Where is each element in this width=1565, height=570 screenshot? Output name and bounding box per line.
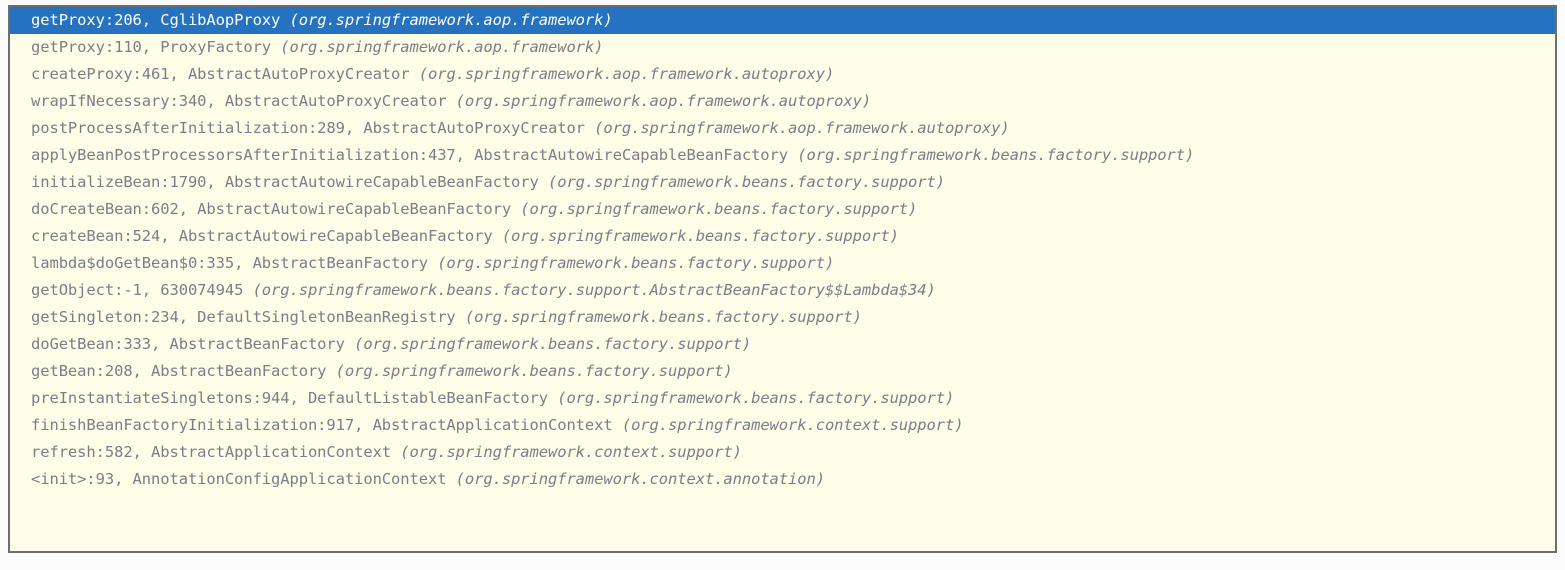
frame-package: (org.springframework.beans.factory.suppo… xyxy=(520,200,918,218)
frame-location: getObject:-1, 630074945 xyxy=(31,281,244,299)
frame-package: (org.springframework.beans.factory.suppo… xyxy=(557,389,955,407)
frame-location: applyBeanPostProcessorsAfterInitializati… xyxy=(31,146,789,164)
frame-location: getProxy:110, ProxyFactory xyxy=(31,38,272,56)
frame-package: (org.springframework.beans.factory.suppo… xyxy=(547,173,945,191)
frame-location: createProxy:461, AbstractAutoProxyCreato… xyxy=(31,65,410,83)
frame-location: getProxy:206, CglibAopProxy xyxy=(31,11,281,29)
stack-frame-row[interactable]: createProxy:461, AbstractAutoProxyCreato… xyxy=(10,61,1555,88)
stack-frame-row[interactable]: getProxy:206, CglibAopProxy (org.springf… xyxy=(10,7,1555,34)
frame-package: (org.springframework.beans.factory.suppo… xyxy=(252,281,936,299)
frame-location: refresh:582, AbstractApplicationContext xyxy=(31,443,392,461)
stack-frame-list[interactable]: getProxy:206, CglibAopProxy (org.springf… xyxy=(10,7,1555,551)
frame-package: (org.springframework.aop.framework) xyxy=(280,38,604,56)
frame-location: createBean:524, AbstractAutowireCapableB… xyxy=(31,227,493,245)
frame-package: (org.springframework.aop.framework.autop… xyxy=(455,92,872,110)
frame-package: (org.springframework.context.support) xyxy=(400,443,742,461)
frame-location: <init>:93, AnnotationConfigApplicationCo… xyxy=(31,470,447,488)
frame-location: doCreateBean:602, AbstractAutowireCapabl… xyxy=(31,200,512,218)
frame-location: postProcessAfterInitialization:289, Abst… xyxy=(31,119,585,137)
stack-frame-row[interactable]: wrapIfNecessary:340, AbstractAutoProxyCr… xyxy=(10,88,1555,115)
frame-package: (org.springframework.beans.factory.suppo… xyxy=(354,335,752,353)
frame-location: wrapIfNecessary:340, AbstractAutoProxyCr… xyxy=(31,92,447,110)
frame-location: initializeBean:1790, AbstractAutowireCap… xyxy=(31,173,539,191)
frame-package: (org.springframework.beans.factory.suppo… xyxy=(797,146,1195,164)
stack-frame-row[interactable]: finishBeanFactoryInitialization:917, Abs… xyxy=(10,412,1555,439)
stack-frame-row[interactable]: getBean:208, AbstractBeanFactory (org.sp… xyxy=(10,358,1555,385)
stack-frame-row[interactable]: getObject:-1, 630074945 (org.springframe… xyxy=(10,277,1555,304)
stack-frame-row[interactable]: postProcessAfterInitialization:289, Abst… xyxy=(10,115,1555,142)
frame-location: getBean:208, AbstractBeanFactory xyxy=(31,362,327,380)
frame-location: preInstantiateSingletons:944, DefaultLis… xyxy=(31,389,548,407)
stack-frame-row[interactable]: createBean:524, AbstractAutowireCapableB… xyxy=(10,223,1555,250)
stack-frame-row[interactable]: getProxy:110, ProxyFactory (org.springfr… xyxy=(10,34,1555,61)
frame-location: lambda$doGetBean$0:335, AbstractBeanFact… xyxy=(31,254,428,272)
stack-frame-row[interactable]: <init>:93, AnnotationConfigApplicationCo… xyxy=(10,466,1555,493)
stack-frame-row[interactable]: initializeBean:1790, AbstractAutowireCap… xyxy=(10,169,1555,196)
stack-frame-row[interactable]: preInstantiateSingletons:944, DefaultLis… xyxy=(10,385,1555,412)
frame-package: (org.springframework.aop.framework.autop… xyxy=(418,65,835,83)
frame-location: doGetBean:333, AbstractBeanFactory xyxy=(31,335,345,353)
stack-frame-row[interactable]: applyBeanPostProcessorsAfterInitializati… xyxy=(10,142,1555,169)
frame-package: (org.springframework.beans.factory.suppo… xyxy=(437,254,835,272)
stack-frame-row[interactable]: refresh:582, AbstractApplicationContext … xyxy=(10,439,1555,466)
frame-location: getSingleton:234, DefaultSingletonBeanRe… xyxy=(31,308,456,326)
frame-package: (org.springframework.beans.factory.suppo… xyxy=(335,362,733,380)
frame-package: (org.springframework.beans.factory.suppo… xyxy=(501,227,899,245)
frame-package: (org.springframework.context.annotation) xyxy=(455,470,825,488)
frame-package: (org.springframework.context.support) xyxy=(621,416,964,434)
frame-package: (org.springframework.beans.factory.suppo… xyxy=(464,308,862,326)
stack-frame-row[interactable]: doGetBean:333, AbstractBeanFactory (org.… xyxy=(10,331,1555,358)
stack-frame-row[interactable]: lambda$doGetBean$0:335, AbstractBeanFact… xyxy=(10,250,1555,277)
frame-location: finishBeanFactoryInitialization:917, Abs… xyxy=(31,416,613,434)
stack-frame-row[interactable]: getSingleton:234, DefaultSingletonBeanRe… xyxy=(10,304,1555,331)
frame-package: (org.springframework.aop.framework.autop… xyxy=(594,119,1010,137)
frame-package: (org.springframework.aop.framework) xyxy=(289,11,613,29)
stack-frame-row[interactable]: doCreateBean:602, AbstractAutowireCapabl… xyxy=(10,196,1555,223)
call-stack-panel[interactable]: getProxy:206, CglibAopProxy (org.springf… xyxy=(8,5,1557,553)
